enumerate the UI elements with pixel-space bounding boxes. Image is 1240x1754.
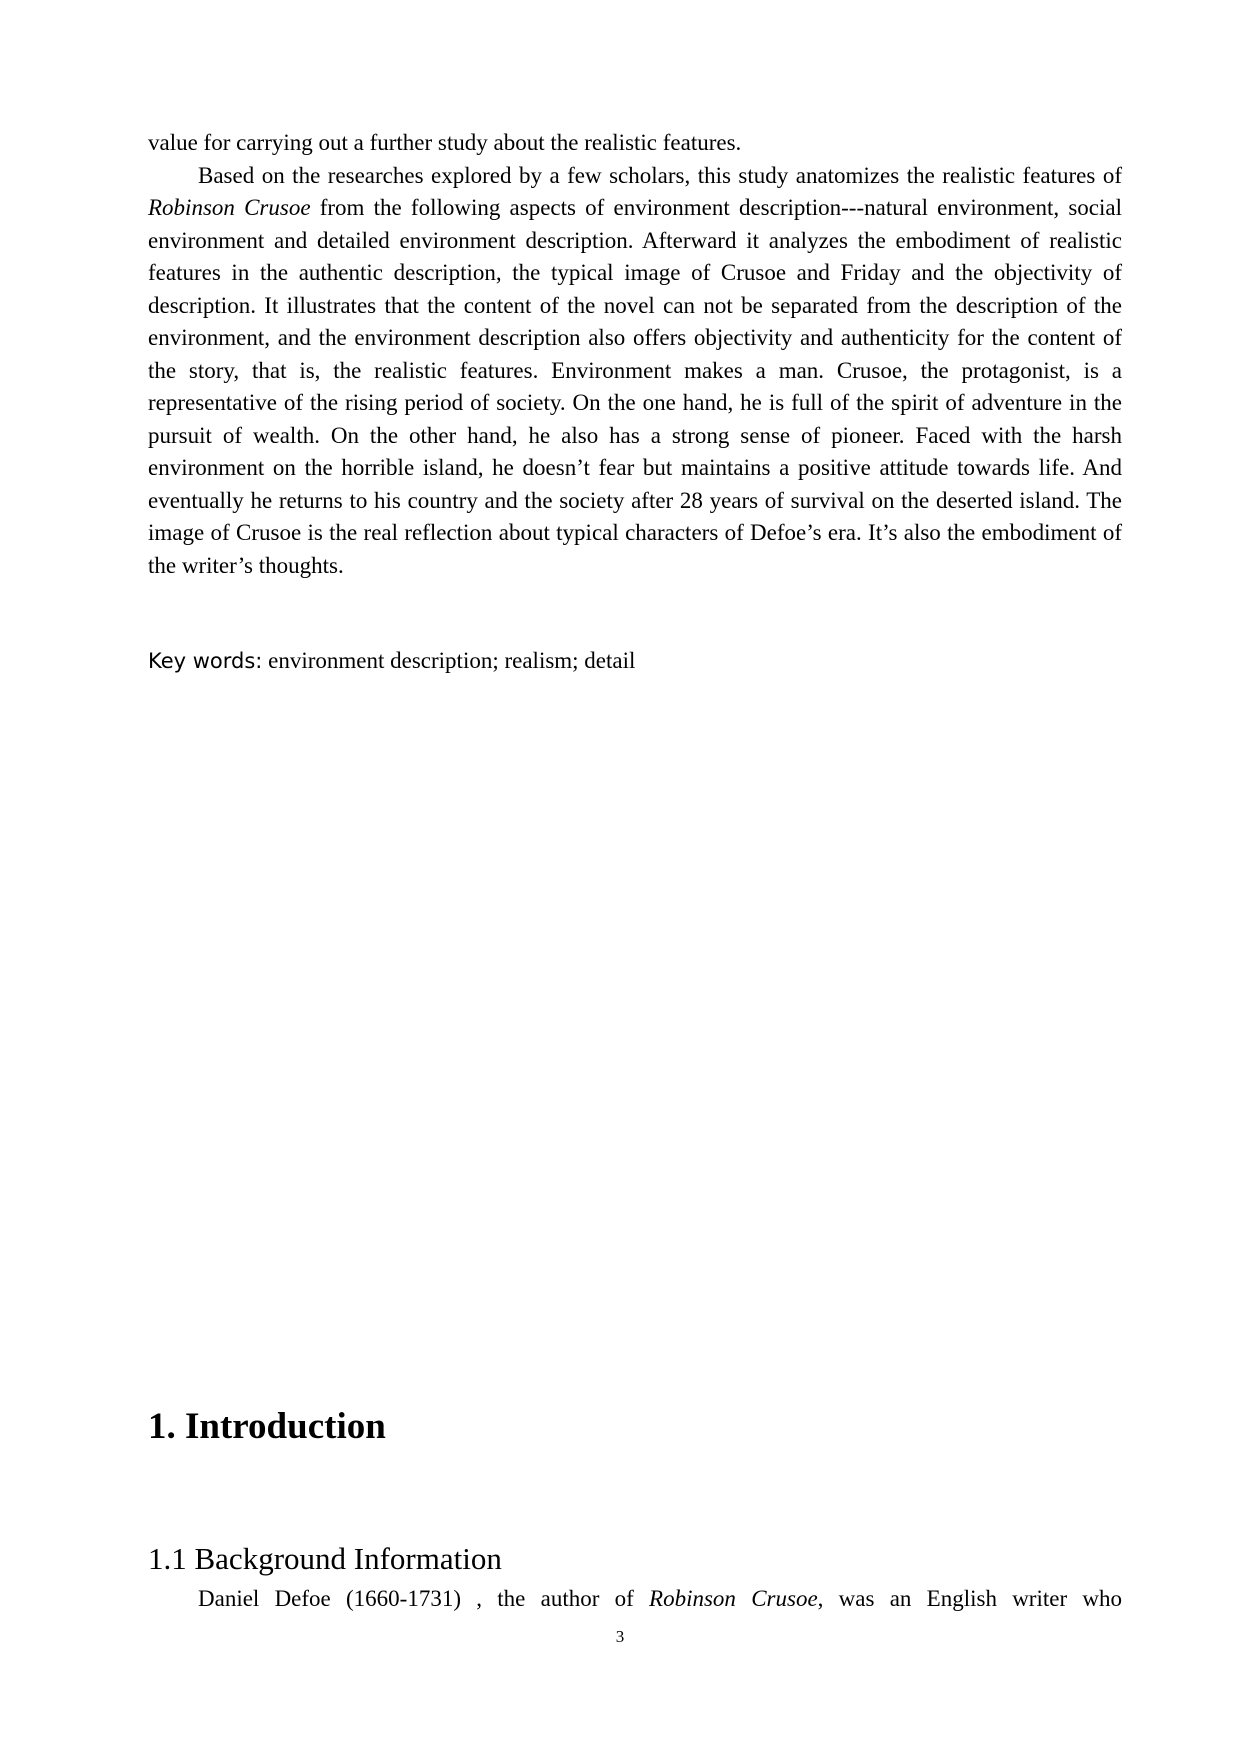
keywords-line: Key words: environment description; real… <box>148 645 1122 678</box>
abstract-continuation-text: value for carrying out a further study a… <box>148 130 742 155</box>
background-text-part-1: Daniel Defoe (1660-1731) , the author of <box>198 1586 650 1611</box>
book-title-italic: Robinson Crusoe <box>649 1586 818 1611</box>
abstract-text-part-2: from the following aspects of environmen… <box>148 195 1123 578</box>
keywords-label: Key words: <box>148 649 263 673</box>
subsection-heading-background: 1.1 Background Information <box>148 1541 502 1576</box>
background-paragraph-text: Daniel Defoe (1660-1731) , the author of… <box>148 1583 1122 1616</box>
background-text-part-2: , was an English writer who <box>817 1586 1122 1611</box>
abstract-paragraph: Based on the researches explored by a fe… <box>148 160 1122 583</box>
book-title-italic: Robinson Crusoe <box>148 195 311 220</box>
abstract-continuation-line: value for carrying out a further study a… <box>148 127 1122 160</box>
keywords-value: environment description; realism; detail <box>262 648 636 673</box>
abstract-body: value for carrying out a further study a… <box>148 127 1122 582</box>
page-number: 3 <box>615 1627 625 1646</box>
background-paragraph: Daniel Defoe (1660-1731) , the author of… <box>148 1583 1122 1616</box>
section-heading-introduction: 1. Introduction <box>148 1406 386 1447</box>
abstract-text-part-1: Based on the researches explored by a fe… <box>198 162 1122 188</box>
